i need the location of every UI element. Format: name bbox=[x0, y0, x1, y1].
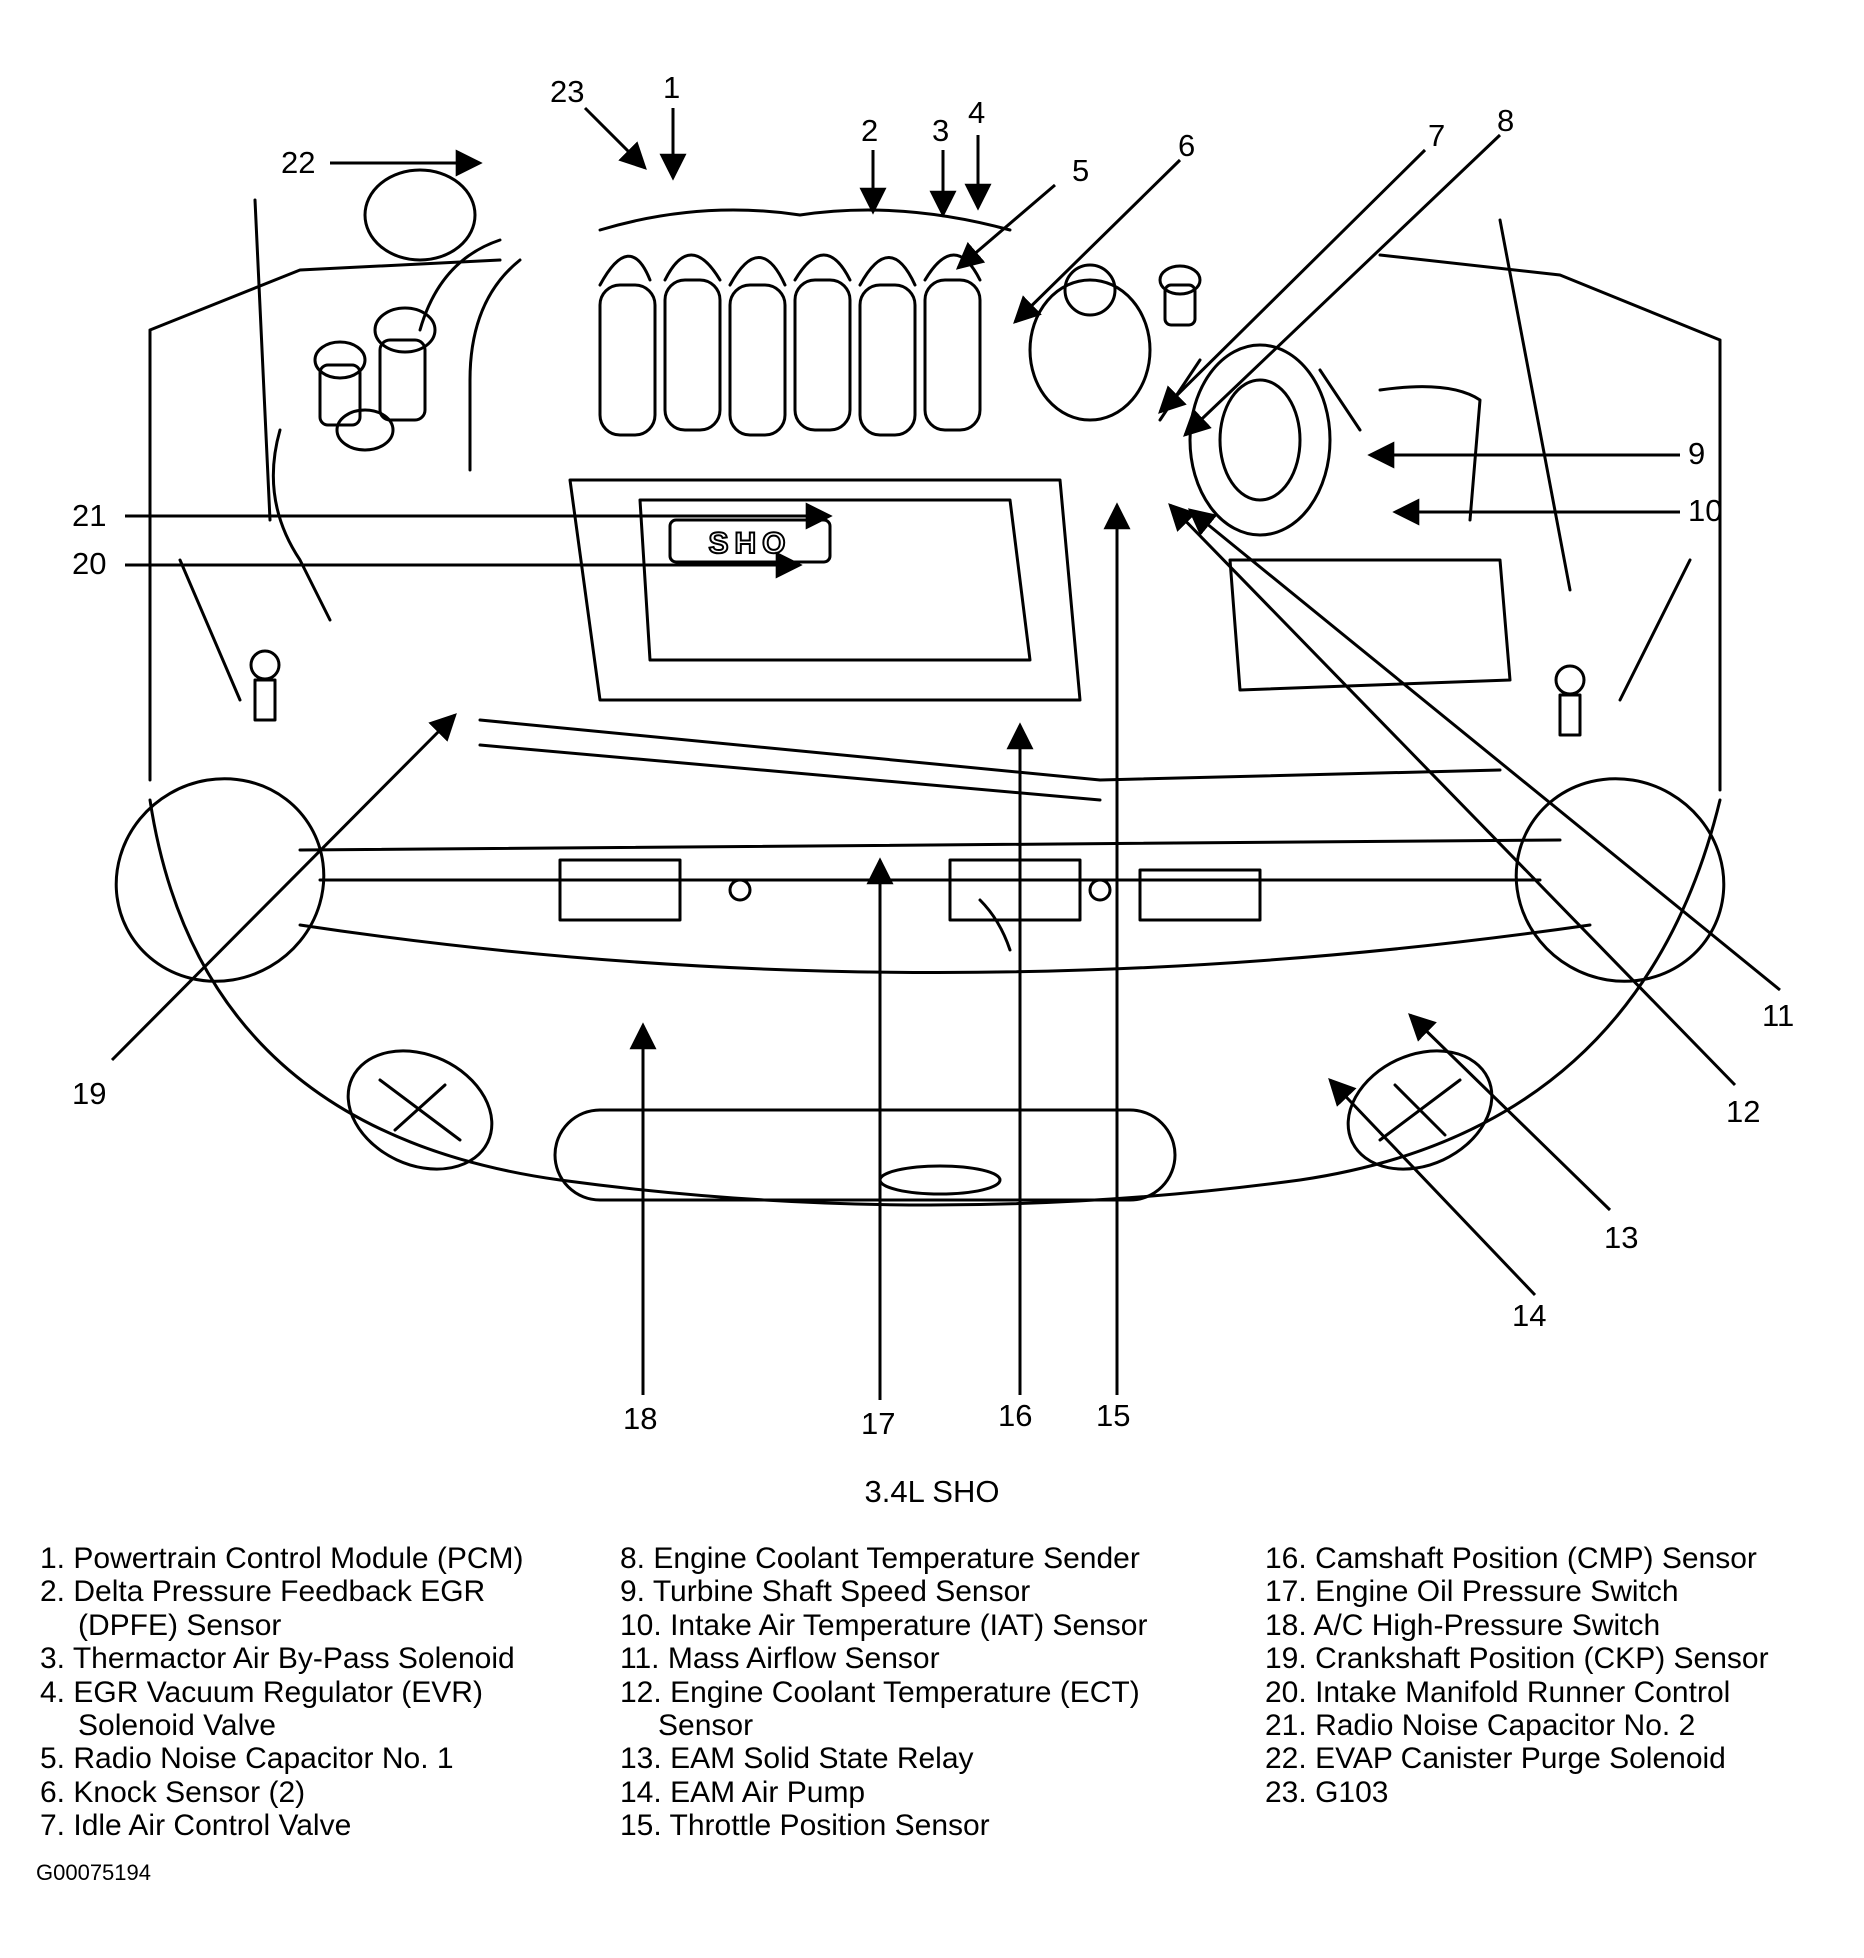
callout-14: 14 bbox=[1512, 1298, 1547, 1333]
grille-emblem bbox=[878, 1164, 1002, 1196]
callout-18: 18 bbox=[623, 1401, 658, 1436]
wiring-harness-front bbox=[478, 718, 1502, 802]
wiring-harness-top bbox=[598, 208, 1012, 232]
battery-area bbox=[558, 858, 682, 922]
engine-compartment-diagram: SHO bbox=[110, 106, 1781, 1400]
washer-reservoir-cap bbox=[373, 306, 437, 354]
right-fog-lamp bbox=[1346, 1049, 1494, 1171]
legend-item: 21. Radio Noise Capacitor No. 2 bbox=[1265, 1709, 1696, 1743]
legend-item: 22. EVAP Canister Purge Solenoid bbox=[1265, 1742, 1726, 1776]
legend-item: 11. Mass Airflow Sensor bbox=[620, 1642, 940, 1676]
legend-column-2: 8. Engine Coolant Temperature Sender 9. … bbox=[620, 1542, 1147, 1843]
legend-item: 17. Engine Oil Pressure Switch bbox=[1265, 1575, 1679, 1609]
callout-13: 13 bbox=[1604, 1220, 1639, 1255]
front-bumper-outline bbox=[148, 798, 1722, 1207]
intake-plenum bbox=[568, 478, 1082, 702]
air-cleaner-box bbox=[1228, 558, 1512, 692]
legend-item: 13. EAM Solid State Relay bbox=[620, 1742, 974, 1776]
legend-item: 6. Knock Sensor (2) bbox=[40, 1775, 306, 1809]
plenum-inner bbox=[638, 498, 1032, 662]
callout-16: 16 bbox=[998, 1398, 1033, 1433]
radiator-support bbox=[298, 838, 1562, 882]
leader-12 bbox=[1168, 503, 1737, 1087]
right-fender bbox=[1378, 253, 1722, 792]
leader-8 bbox=[1183, 133, 1502, 437]
engine-badge: SHO bbox=[708, 527, 791, 560]
callout-20: 20 bbox=[72, 546, 107, 581]
callout-8: 8 bbox=[1497, 103, 1515, 138]
legend-item: 8. Engine Coolant Temperature Sender bbox=[620, 1542, 1140, 1575]
callout-1: 1 bbox=[663, 70, 681, 105]
grille-opening bbox=[553, 1108, 1177, 1202]
callout-21: 21 bbox=[72, 498, 107, 533]
leader-14 bbox=[1328, 1078, 1537, 1297]
legend-item: 16. Camshaft Position (CMP) Sensor bbox=[1265, 1542, 1757, 1575]
legend-item: 12. Engine Coolant Temperature (ECT)Sens… bbox=[620, 1675, 1140, 1743]
left-hood-prop bbox=[253, 198, 272, 522]
figure-caption: 3.4L SHO bbox=[864, 1474, 1000, 1509]
legend-column-3: 16. Camshaft Position (CMP) Sensor 17. E… bbox=[1265, 1542, 1769, 1809]
legend-item: 2. Delta Pressure Feedback EGR(DPFE) Sen… bbox=[40, 1575, 486, 1642]
callout-4: 4 bbox=[968, 95, 986, 130]
callout-3: 3 bbox=[932, 113, 950, 148]
legend-item: 14. EAM Air Pump bbox=[620, 1775, 866, 1809]
air-intake-duct bbox=[1188, 343, 1332, 537]
legend-item: 23. G103 bbox=[1265, 1775, 1389, 1809]
ignition-coil-pack bbox=[598, 253, 982, 437]
callout-12: 12 bbox=[1726, 1094, 1761, 1129]
wiring-harness-left bbox=[418, 238, 522, 472]
left-strut-bolt bbox=[249, 649, 281, 681]
callout-7: 7 bbox=[1428, 118, 1446, 153]
leader-6 bbox=[1013, 158, 1182, 324]
throttle-body bbox=[1028, 278, 1152, 422]
callout-17: 17 bbox=[861, 1406, 896, 1441]
leader-23 bbox=[583, 106, 647, 170]
callout-2: 2 bbox=[861, 113, 879, 148]
callout-19: 19 bbox=[72, 1076, 107, 1111]
legend-item: 15. Throttle Position Sensor bbox=[620, 1809, 990, 1843]
callout-15: 15 bbox=[1096, 1398, 1131, 1433]
callout-11: 11 bbox=[1762, 998, 1795, 1033]
right-hood-prop bbox=[1498, 218, 1572, 592]
bumper-upper-edge bbox=[298, 923, 1592, 974]
left-fog-lamp bbox=[346, 1049, 494, 1171]
coolant-reservoir-cap bbox=[363, 168, 477, 262]
callout-10: 10 bbox=[1688, 493, 1723, 528]
legend-item: 1. Powertrain Control Module (PCM) bbox=[40, 1542, 524, 1575]
leader-11 bbox=[1187, 508, 1781, 992]
leader-13 bbox=[1408, 1013, 1612, 1212]
callout-6: 6 bbox=[1178, 128, 1196, 163]
figure-id: G00075194 bbox=[36, 1860, 151, 1885]
leader-5 bbox=[955, 183, 1056, 270]
legend-item: 4. EGR Vacuum Regulator (EVR)Solenoid Va… bbox=[40, 1675, 483, 1743]
legend-item: 3. Thermactor Air By-Pass Solenoid bbox=[40, 1642, 515, 1676]
right-strut-bolt bbox=[1554, 664, 1586, 696]
callout-23: 23 bbox=[550, 74, 585, 109]
legend-item: 5. Radio Noise Capacitor No. 1 bbox=[40, 1742, 454, 1776]
callout-5: 5 bbox=[1072, 153, 1090, 188]
legend-item: 20. Intake Manifold Runner Control bbox=[1265, 1675, 1731, 1709]
left-fender bbox=[148, 258, 502, 782]
callout-9: 9 bbox=[1688, 436, 1706, 471]
sho-badge-box bbox=[668, 518, 832, 564]
legend-item: 9. Turbine Shaft Speed Sensor bbox=[620, 1575, 1031, 1609]
callout-22: 22 bbox=[281, 145, 316, 180]
leader-19 bbox=[110, 713, 457, 1062]
legend-column-1: 1. Powertrain Control Module (PCM) 2. De… bbox=[40, 1542, 524, 1843]
legend-item: 19. Crankshaft Position (CKP) Sensor bbox=[1265, 1642, 1769, 1676]
leader-7 bbox=[1158, 148, 1427, 414]
legend-item: 18. A/C High-Pressure Switch bbox=[1265, 1608, 1661, 1642]
legend-item: 10. Intake Air Temperature (IAT) Sensor bbox=[620, 1608, 1148, 1642]
left-headlamp bbox=[114, 777, 326, 983]
legend-item: 7. Idle Air Control Valve bbox=[40, 1809, 352, 1843]
